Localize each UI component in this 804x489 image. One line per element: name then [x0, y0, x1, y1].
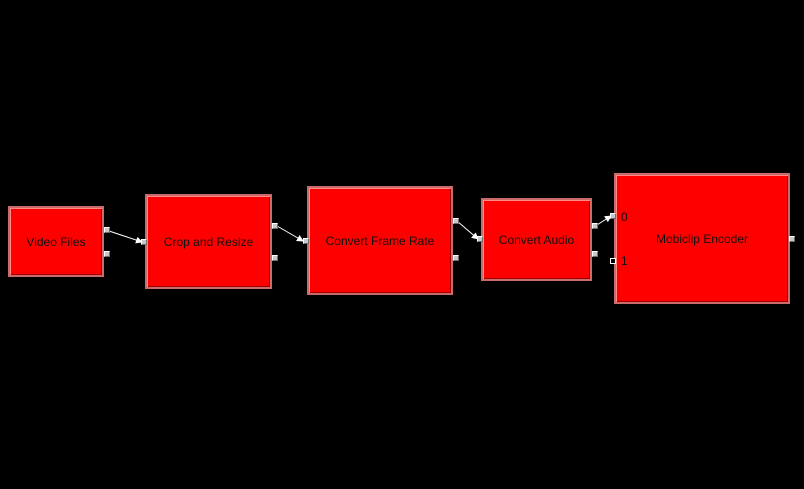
node-label: Convert Frame Rate: [325, 233, 435, 248]
wire-crop-and-resize-to-convert-frame-rate[interactable]: [276, 225, 304, 242]
node-video-files[interactable]: Video Files: [8, 206, 104, 277]
node-convert-audio[interactable]: Convert Audio: [481, 198, 592, 281]
node-label: Crop and Resize: [163, 234, 254, 249]
wire-convert-frame-rate-to-convert-audio[interactable]: [456, 220, 479, 240]
output-port[interactable]: [272, 223, 278, 229]
output-port[interactable]: [592, 223, 598, 229]
output-port[interactable]: [104, 251, 110, 257]
input-port[interactable]: [141, 239, 147, 245]
input-port-label: 1: [621, 254, 628, 268]
output-port[interactable]: [272, 255, 278, 261]
node-label: Video Files: [26, 234, 86, 249]
input-port-label: 0: [621, 210, 628, 224]
input-port[interactable]: [477, 236, 483, 242]
output-port[interactable]: [104, 227, 110, 233]
input-port-1[interactable]: [610, 258, 616, 264]
wire-video-files-to-crop-and-resize[interactable]: [108, 230, 143, 244]
node-label: Mobiclip Encoder: [655, 231, 749, 246]
input-port[interactable]: [303, 238, 309, 244]
node-mobiclip-encoder[interactable]: Mobiclip Encoder: [614, 173, 790, 304]
node-convert-frame-rate[interactable]: Convert Frame Rate: [307, 186, 453, 295]
wire-convert-audio-to-mobiclip-encoder[interactable]: [596, 215, 612, 226]
output-port[interactable]: [592, 251, 598, 257]
output-port[interactable]: [453, 218, 459, 224]
output-port[interactable]: [453, 255, 459, 261]
node-label: Convert Audio: [498, 232, 575, 247]
input-port-0[interactable]: [610, 213, 616, 219]
node-crop-and-resize[interactable]: Crop and Resize: [145, 194, 272, 289]
output-port[interactable]: [789, 236, 795, 242]
